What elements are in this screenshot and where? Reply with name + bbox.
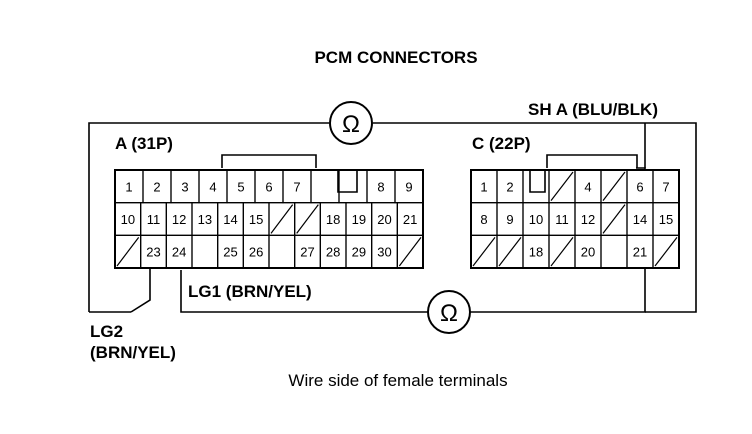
sh-a-label: SH A (BLU/BLK) <box>528 100 658 119</box>
connector-c-terminal-20: 20 <box>581 245 595 260</box>
connector-a-top-tab <box>221 154 317 168</box>
ohmmeter-top-icon: Ω <box>329 101 373 145</box>
top-wire <box>88 122 697 313</box>
connector-a-notch <box>337 170 358 193</box>
connector-c-terminal-7: 7 <box>662 179 669 194</box>
lg2-label-line1: LG2 <box>90 322 123 341</box>
connector-c-blank-terminal-mark <box>498 236 522 267</box>
connector-a-terminal-29: 29 <box>352 245 366 260</box>
connector-c-notch <box>529 170 546 193</box>
connector-a-terminal-30: 30 <box>377 245 391 260</box>
connector-a-terminal-10: 10 <box>121 212 135 227</box>
connector-c-terminal-15: 15 <box>659 212 673 227</box>
connector-c-cell <box>652 234 680 269</box>
connector-a-terminal-2: 2 <box>153 179 160 194</box>
connector-a-terminal-1: 1 <box>125 179 132 194</box>
connector-a-terminal-11: 11 <box>147 212 161 227</box>
connector-a-terminal-25: 25 <box>223 245 237 260</box>
connector-c-blank-terminal-mark <box>472 236 496 267</box>
connector-c-blank-terminal-mark <box>654 236 678 267</box>
connector-c-blank-terminal-mark <box>550 171 574 202</box>
connector-c-label: C (22P) <box>472 134 531 153</box>
connector-a-terminal-18: 18 <box>326 212 340 227</box>
connector-a-blank-terminal-mark <box>116 236 140 267</box>
connector-a-terminal-27: 27 <box>300 245 314 260</box>
connector-a-blank-terminal-mark <box>270 204 294 234</box>
ohm-symbol: Ω <box>342 111 360 138</box>
connector-c-terminal-10: 10 <box>529 212 543 227</box>
connector-c-terminal-12: 12 <box>581 212 595 227</box>
connector-a-terminal-8: 8 <box>377 179 384 194</box>
connector-c-terminal-21: 21 <box>633 245 647 260</box>
lg2-wire <box>130 268 151 313</box>
connector-a-terminal-12: 12 <box>172 212 186 227</box>
connector-a-terminal-3: 3 <box>181 179 188 194</box>
connector-c-terminal-1: 1 <box>480 179 487 194</box>
connector-a-terminal-15: 15 <box>249 212 263 227</box>
connector-a-terminal-5: 5 <box>237 179 244 194</box>
connector-a-terminal-7: 7 <box>293 179 300 194</box>
connector-a-terminal-24: 24 <box>172 245 186 260</box>
connector-c-blank-terminal-mark <box>602 171 626 202</box>
connector-c-terminal-11: 11 <box>555 212 569 227</box>
ohm-symbol: Ω <box>440 300 458 327</box>
caption: Wire side of female terminals <box>288 371 507 390</box>
connector-a-terminal-26: 26 <box>249 245 263 260</box>
connector-c-blank-terminal-mark <box>550 236 574 267</box>
connector-c-terminal-14: 14 <box>633 212 647 227</box>
connector-a-blank-terminal-mark <box>398 236 422 267</box>
connector-a-cell <box>396 234 424 269</box>
lg2-label-line2: (BRN/YEL) <box>90 343 176 362</box>
connector-c-terminal-9: 9 <box>506 212 513 227</box>
lg1-label: LG1 (BRN/YEL) <box>188 282 312 301</box>
connector-c-terminal-18: 18 <box>529 245 543 260</box>
connector-a-terminal-21: 21 <box>403 212 417 227</box>
connector-c-terminal-6: 6 <box>636 179 643 194</box>
connector-a-blank-terminal-mark <box>296 204 319 234</box>
connector-c-terminal-8: 8 <box>480 212 487 227</box>
connector-a-terminal-23: 23 <box>146 245 160 260</box>
page-title: PCM CONNECTORS <box>314 48 477 67</box>
connector-a-terminal-4: 4 <box>209 179 216 194</box>
connector-c-terminal-2: 2 <box>506 179 513 194</box>
connector-a-terminal-19: 19 <box>352 212 366 227</box>
connector-a-terminal-9: 9 <box>405 179 412 194</box>
connector-a-terminal-28: 28 <box>326 245 340 260</box>
connector-a-terminal-14: 14 <box>223 212 237 227</box>
ohmmeter-bottom-icon: Ω <box>427 290 471 334</box>
connector-a-terminal-13: 13 <box>198 212 212 227</box>
connector-a-label: A (31P) <box>115 134 173 153</box>
connector-c-terminal-4: 4 <box>584 179 591 194</box>
connector-c-top-tab <box>546 154 638 168</box>
connector-a-terminal-20: 20 <box>377 212 391 227</box>
connector-c-blank-terminal-mark <box>602 204 626 234</box>
connector-a-terminal-6: 6 <box>265 179 272 194</box>
